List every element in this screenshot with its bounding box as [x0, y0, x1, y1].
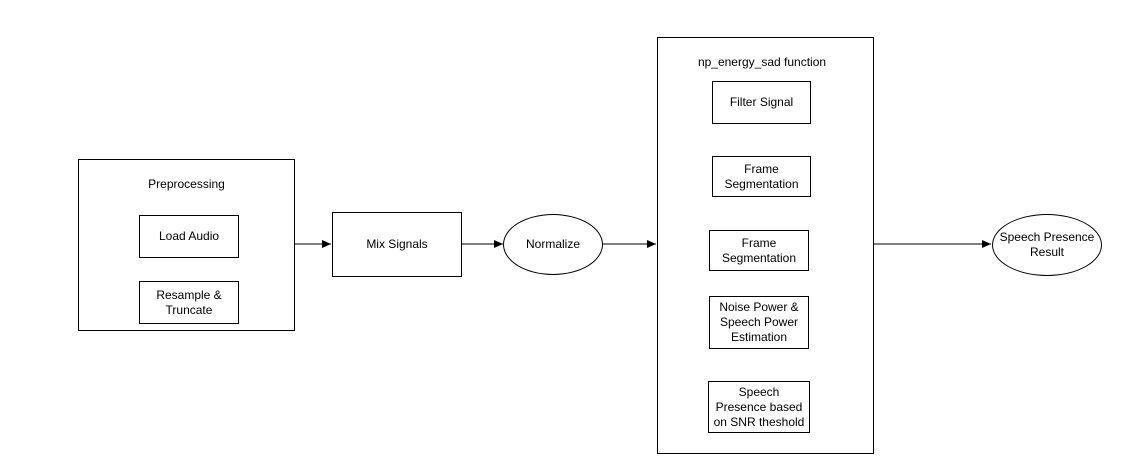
filter-signal-label: Filter Signal — [729, 95, 794, 109]
resample-label-line2: Truncate — [165, 302, 213, 317]
speech-presence-result-node: Speech Presence Result — [992, 214, 1102, 276]
frame-seg-1-line2: Segmentation — [724, 176, 799, 191]
noise-speech-power-node: Noise Power & Speech Power Estimation — [709, 296, 809, 349]
normalize-node: Normalize — [503, 214, 603, 275]
result-line2: Result — [1029, 245, 1064, 259]
presence-line2: Presence based — [715, 399, 803, 414]
noise-line2: Speech Power — [719, 315, 799, 329]
preprocessing-title: Preprocessing — [148, 177, 225, 191]
resample-truncate-node: Resample & Truncate — [139, 281, 239, 324]
normalize-label: Normalize — [525, 237, 580, 251]
frame-seg-2-line1: Frame — [741, 235, 777, 250]
mix-signals-node: Mix Signals — [332, 212, 462, 277]
load-audio-label: Load Audio — [158, 229, 220, 243]
noise-line3: Estimation — [730, 330, 788, 344]
presence-line1: Speech — [738, 384, 780, 399]
noise-line1: Noise Power & — [719, 300, 799, 314]
frame-segmentation-node-2: Frame Segmentation — [709, 230, 809, 271]
load-audio-node: Load Audio — [139, 215, 239, 258]
sad-function-title: np_energy_sad function — [697, 55, 827, 69]
filter-signal-node: Filter Signal — [712, 81, 811, 124]
frame-seg-1-line1: Frame — [744, 161, 779, 176]
resample-label-line1: Resample & — [156, 287, 222, 302]
speech-presence-snr-node: Speech Presence based on SNR theshold — [708, 381, 810, 433]
mix-signals-label: Mix Signals — [366, 237, 428, 251]
frame-seg-2-line2: Segmentation — [721, 250, 797, 265]
presence-line3: on SNR theshold — [713, 414, 805, 429]
frame-segmentation-node-1: Frame Segmentation — [712, 156, 811, 197]
result-line1: Speech Presence — [999, 230, 1095, 244]
